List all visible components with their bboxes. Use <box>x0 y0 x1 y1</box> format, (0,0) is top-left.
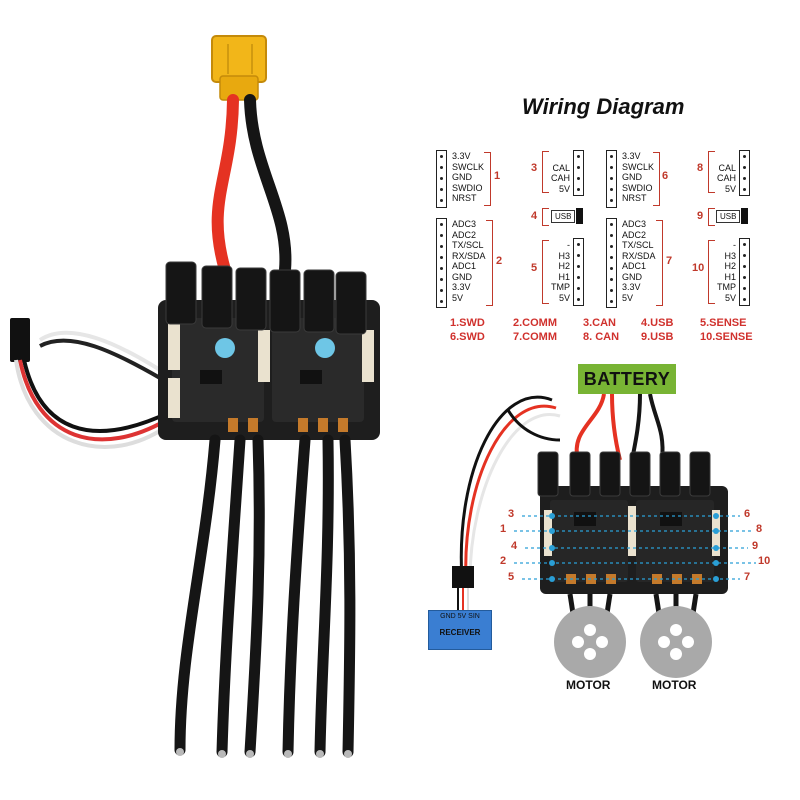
legend-item-8: 8. CAN <box>583 331 620 343</box>
sense-header-5 <box>573 238 584 306</box>
port-number-right-9: 9 <box>752 540 759 552</box>
group-number-5: 5 <box>531 262 538 274</box>
bracket-7 <box>656 220 663 306</box>
receiver-label: RECEIVER <box>439 628 481 637</box>
usb-jack-icon-9 <box>741 208 748 224</box>
diagram-capacitors <box>537 451 711 497</box>
port-number-right-6: 6 <box>744 508 751 520</box>
motor-icon-right <box>640 606 712 678</box>
group-number-8: 8 <box>697 162 704 174</box>
group-number-3: 3 <box>531 162 538 174</box>
port-number-left-2: 2 <box>500 555 507 567</box>
usb-jack-icon-4 <box>576 208 583 224</box>
port-callout-dots <box>549 513 719 582</box>
port-number-right-10: 10 <box>758 555 771 567</box>
bracket-2 <box>486 220 493 306</box>
swd-header-6 <box>606 150 617 208</box>
hookup-diagram <box>452 393 756 678</box>
bracket-4 <box>542 208 549 226</box>
battery-red-lead <box>211 94 239 276</box>
port-callout-lines <box>514 515 756 580</box>
bracket-9 <box>708 208 715 226</box>
motor-label-left: MOTOR <box>566 678 611 692</box>
bracket-5 <box>542 240 549 304</box>
diagram-esc-board <box>540 486 728 594</box>
usb-port-4: USB <box>551 210 576 223</box>
legend-item-5: 5.SENSE <box>700 317 747 329</box>
xt60-connector-icon <box>211 35 267 101</box>
motor-label-right: MOTOR <box>652 678 697 692</box>
battery-label: BATTERY <box>578 364 676 394</box>
battery-red-wire <box>574 393 606 461</box>
capacitors <box>165 261 367 335</box>
port-number-right-7: 7 <box>744 571 751 583</box>
port-number-right-8: 8 <box>756 523 763 535</box>
bracket-10 <box>708 240 715 304</box>
motor-wires <box>174 434 356 758</box>
usb-port-9: USB <box>716 210 741 223</box>
legend-item-6: 6.SWD <box>450 331 485 343</box>
legend-item-10: 10.SENSE <box>700 331 753 343</box>
battery-black-lead <box>244 94 292 276</box>
servo-cable <box>10 318 172 449</box>
group-number-2: 2 <box>496 255 503 267</box>
bracket-8 <box>708 151 715 193</box>
group-number-7: 7 <box>666 255 673 267</box>
group-number-1: 1 <box>494 170 501 182</box>
group-number-4: 4 <box>531 210 538 222</box>
group-number-10: 10 <box>692 262 705 274</box>
receiver-pin-labels: GND 5V SIN <box>440 613 480 620</box>
legend-item-2: 2.COMM <box>513 317 557 329</box>
group-number-9: 9 <box>697 210 704 222</box>
comm-header-7 <box>606 218 617 308</box>
port-number-left-3: 3 <box>508 508 515 520</box>
comm-header-2 <box>436 218 447 308</box>
legend-item-7: 7.COMM <box>513 331 557 343</box>
port-number-left-4: 4 <box>511 540 518 552</box>
esc-product-photo <box>10 35 380 758</box>
legend-item-1: 1.SWD <box>450 317 485 329</box>
can-header-3 <box>573 150 584 196</box>
legend-item-4: 4.USB <box>641 317 674 329</box>
port-number-left-1: 1 <box>500 523 507 535</box>
receiver-plug <box>452 566 474 588</box>
legend-item-3: 3.CAN <box>583 317 617 329</box>
receiver-cable <box>459 395 561 581</box>
bracket-6 <box>653 152 660 206</box>
motor-icon-left <box>554 606 626 678</box>
port-number-left-5: 5 <box>508 571 515 583</box>
bracket-3 <box>542 151 549 193</box>
swd-header-1 <box>436 150 447 208</box>
esc-board <box>158 300 380 440</box>
can-header-8 <box>739 150 750 196</box>
battery-black-wire <box>648 393 665 461</box>
wire-tips <box>176 748 352 758</box>
wiring-diagram-title: Wiring Diagram <box>522 94 685 119</box>
receiver-box: GND 5V SIN RECEIVER <box>428 610 492 650</box>
bracket-1 <box>484 152 491 206</box>
legend-item-9: 9.USB <box>641 331 674 343</box>
sense-header-10 <box>739 238 750 306</box>
group-number-6: 6 <box>662 170 669 182</box>
